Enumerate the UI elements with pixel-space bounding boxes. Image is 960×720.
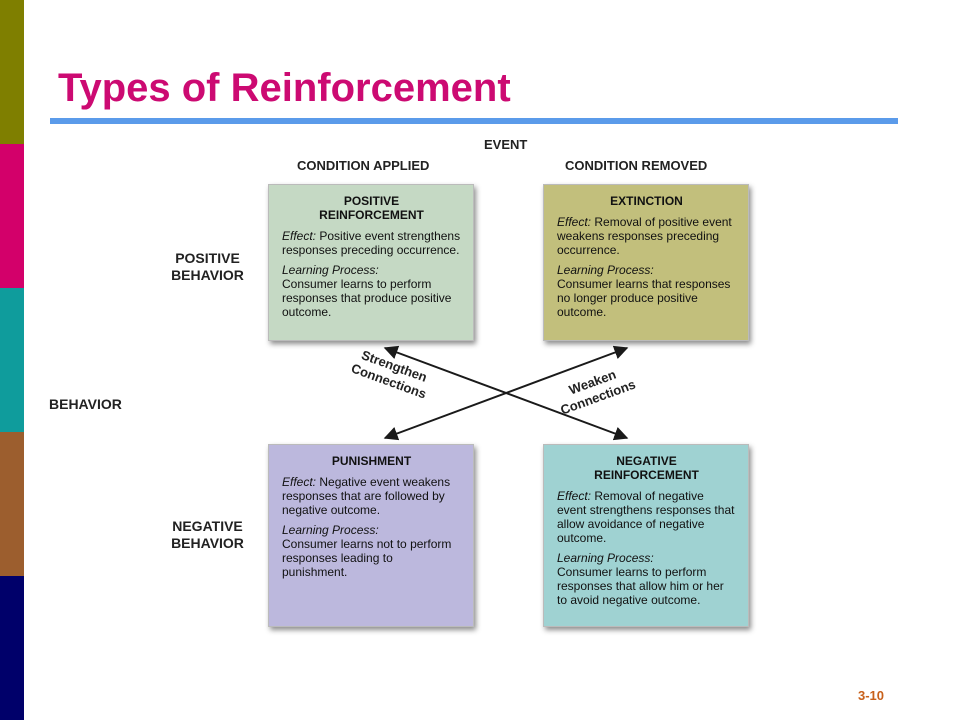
slide-title: Types of Reinforcement (58, 66, 511, 110)
row-label-positive-line2: BEHAVIOR (171, 267, 244, 283)
box-title-line: NEGATIVE (616, 454, 677, 468)
stripe-brown (0, 432, 24, 576)
effect-label: Effect: (282, 229, 317, 243)
effect-label: Effect: (282, 475, 317, 489)
row-label-positive-line1: POSITIVE (175, 250, 240, 266)
behavior-axis-label: BEHAVIOR (49, 396, 122, 412)
box-process: Learning Process:Consumer learns that re… (557, 263, 736, 319)
process-text: Consumer learns not to perform responses… (282, 537, 452, 579)
stripe-teal (0, 288, 24, 432)
box-punishment: PUNISHMENT Effect: Negative event weaken… (268, 444, 474, 627)
effect-label: Effect: (557, 489, 592, 503)
stripe-navy (0, 576, 24, 720)
box-effect: Effect: Negative event weakens responses… (282, 475, 461, 517)
effect-label: Effect: (557, 215, 592, 229)
arrow-weaken-connections (383, 345, 629, 441)
box-title-line: POSITIVE (343, 194, 400, 208)
box-extinction: EXTINCTION Effect: Removal of positive e… (543, 184, 749, 341)
row-label-positive-behavior: POSITIVE BEHAVIOR (160, 250, 255, 284)
effect-text: Positive event strengthens responses pre… (282, 229, 461, 257)
box-title: PUNISHMENT (282, 454, 461, 468)
box-title-line: REINFORCEMENT (319, 208, 424, 222)
effect-text: Removal of negative event strengthens re… (557, 489, 735, 545)
box-effect: Effect: Removal of negative event streng… (557, 489, 736, 545)
column-header-removed: CONDITION REMOVED (565, 158, 708, 173)
process-text: Consumer learns to perform responses tha… (557, 565, 724, 607)
box-title-line: EXTINCTION (610, 194, 683, 208)
process-label: Learning Process: (557, 551, 654, 565)
process-text: Consumer learns that responses no longer… (557, 277, 731, 319)
process-label: Learning Process: (282, 263, 379, 277)
box-title: EXTINCTION (557, 194, 736, 208)
row-label-negative-behavior: NEGATIVE BEHAVIOR (160, 518, 255, 552)
box-title-line: REINFORCEMENT (594, 468, 699, 482)
stripe-olive (0, 0, 24, 144)
box-positive-reinforcement: POSITIVE REINFORCEMENT Effect: Positive … (268, 184, 474, 341)
box-process: Learning Process:Consumer learns to perf… (282, 263, 461, 319)
process-label: Learning Process: (557, 263, 654, 277)
box-effect: Effect: Removal of positive event weaken… (557, 215, 736, 257)
effect-text: Negative event weakens responses that ar… (282, 475, 451, 517)
box-title: NEGATIVE REINFORCEMENT (557, 454, 736, 482)
effect-text: Removal of positive event weakens respon… (557, 215, 732, 257)
process-label: Learning Process: (282, 523, 379, 537)
slide-number: 3-10 (858, 688, 885, 703)
event-label: EVENT (484, 137, 528, 152)
row-label-negative-line2: BEHAVIOR (171, 535, 244, 551)
box-process: Learning Process:Consumer learns not to … (282, 523, 461, 579)
row-label-negative-line1: NEGATIVE (172, 518, 243, 534)
box-title-line: PUNISHMENT (331, 454, 412, 468)
box-effect: Effect: Positive event strengthens respo… (282, 229, 461, 257)
box-negative-reinforcement: NEGATIVE REINFORCEMENT Effect: Removal o… (543, 444, 749, 627)
stripe-magenta (0, 144, 24, 288)
box-title: POSITIVE REINFORCEMENT (282, 194, 461, 222)
title-underline (50, 118, 898, 124)
column-header-applied: CONDITION APPLIED (297, 158, 430, 173)
box-process: Learning Process:Consumer learns to perf… (557, 551, 736, 607)
process-text: Consumer learns to perform responses tha… (282, 277, 452, 319)
